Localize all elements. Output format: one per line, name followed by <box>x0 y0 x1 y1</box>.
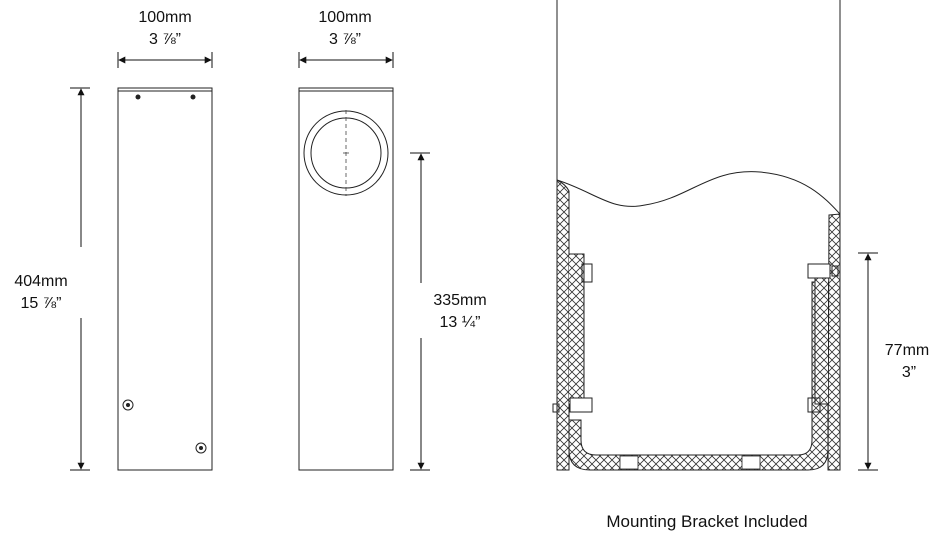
bracket-slot-right <box>741 455 761 470</box>
bracket-screw-head-left <box>552 403 560 413</box>
left-wall-section <box>556 179 570 471</box>
front-top-screw-right <box>190 94 196 100</box>
bracket-height-in-label: 3” <box>902 364 916 381</box>
bracket-slot-left <box>619 455 639 470</box>
right-wall-section <box>827 213 841 471</box>
bracket-arm-right <box>814 269 828 405</box>
bracket-caption: Mounting Bracket Included <box>606 512 807 531</box>
side-width-in-label: 3 ⅞” <box>329 31 361 48</box>
front-width-in-label: 3 ⅞” <box>149 31 181 48</box>
front-post-body <box>117 87 213 471</box>
bracket-fastener-right-top <box>807 263 831 279</box>
side-width-mm-label: 100mm <box>318 9 371 26</box>
bracket-fastener-left-bottom <box>569 397 593 413</box>
bracket-section-view: 77mm 3” Mounting Bracket Included <box>552 0 929 531</box>
bracket-screw-head-right <box>831 265 839 277</box>
lamp-lens <box>303 110 389 196</box>
side-post-body <box>298 87 394 471</box>
front-view: 100mm 3 ⅞” 404mm 15 ⅞” <box>14 9 213 471</box>
side-view: 100mm 3 ⅞” 335mm 13 ¼” <box>298 9 487 471</box>
bracket-fastener-left-top <box>581 263 593 283</box>
front-width-mm-label: 100mm <box>138 9 191 26</box>
front-screw-bottom <box>195 442 207 454</box>
front-height-mm-label: 404mm <box>14 273 67 290</box>
bracket-height-mm-label: 77mm <box>885 342 929 359</box>
front-top-screw-left <box>135 94 141 100</box>
side-height-in-label: 13 ¼” <box>440 314 481 331</box>
bracket-u-channel <box>568 281 829 471</box>
bracket-fastener-right-bottom <box>807 397 821 413</box>
front-screw-middle <box>122 399 134 411</box>
side-height-mm-label: 335mm <box>433 292 486 309</box>
post-outline-upper <box>556 0 841 216</box>
front-height-in-label: 15 ⅞” <box>21 295 62 312</box>
